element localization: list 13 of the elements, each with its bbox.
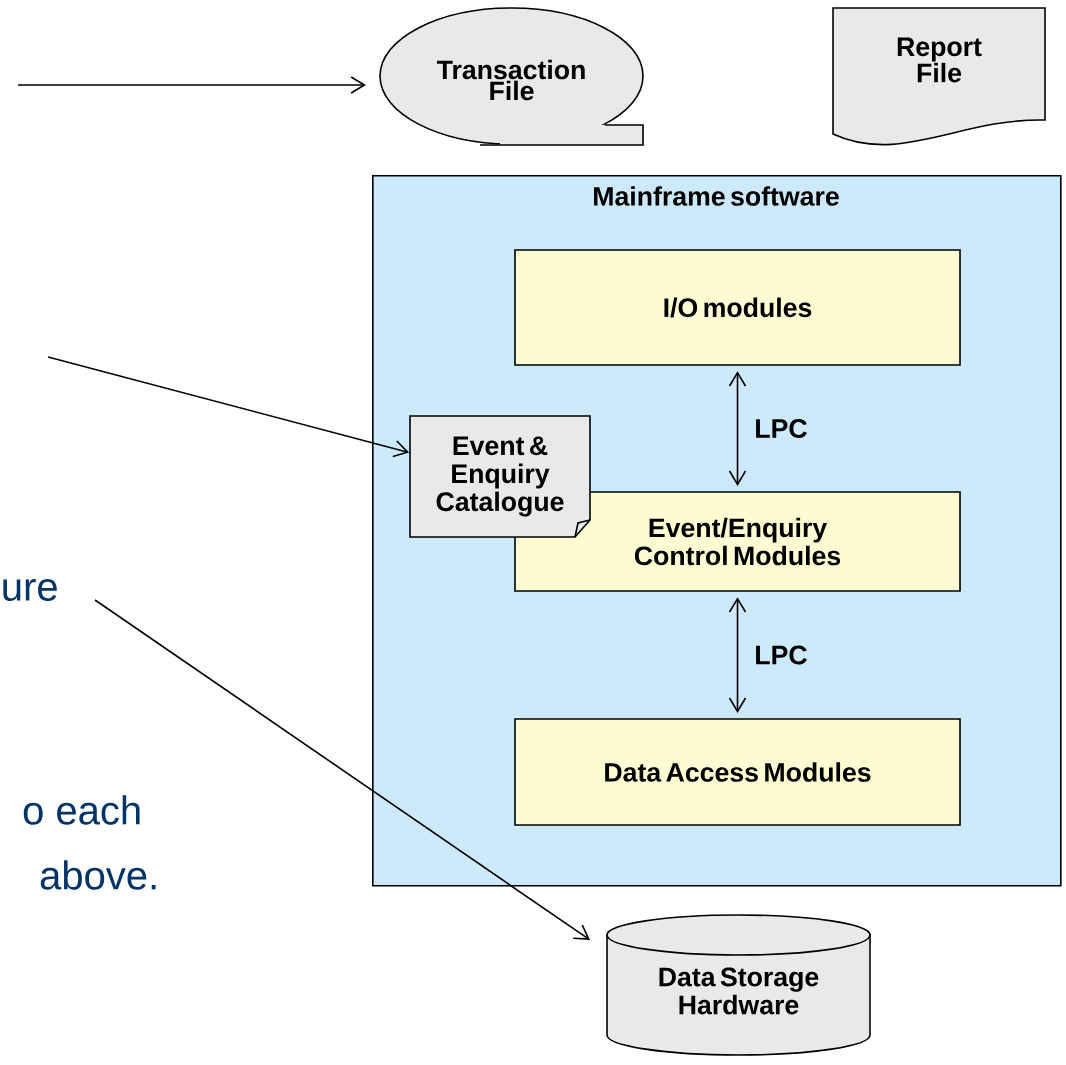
arrow: [94, 599, 590, 940]
file-bubble: Transaction File: [379, 7, 644, 146]
text-fragment: above.: [40, 860, 156, 890]
arrow: [47, 356, 410, 458]
text-fragment: ure: [3, 579, 57, 601]
storage-cylinder: Data Storage Hardware: [606, 914, 871, 1056]
arrow: [17, 76, 366, 94]
edge-label: LPC: [751, 416, 811, 441]
arrow: [728, 597, 747, 713]
module-box: Data Access Modules: [514, 718, 961, 826]
module-box: I/O modules: [514, 249, 961, 366]
arrow: [728, 371, 747, 486]
text-fragment: o each: [23, 795, 140, 825]
